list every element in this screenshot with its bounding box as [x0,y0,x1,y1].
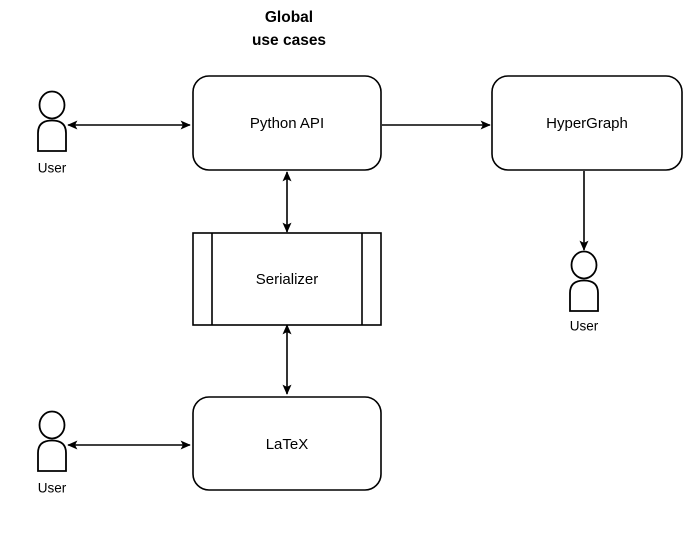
node-latex-shape [192,396,382,491]
node-hypergraph-label: HyperGraph [546,115,628,132]
actor-user-top-left[interactable]: User [37,90,67,176]
node-hypergraph-shape [491,75,683,171]
actor-user-bottom-left[interactable]: User [37,410,67,496]
actor-user-top-left-label: User [38,161,67,176]
user-icon [37,410,67,472]
user-icon [37,90,67,152]
node-python-api-label: Python API [250,115,324,132]
actor-user-right-label: User [570,319,599,334]
node-python-api-shape [192,75,382,171]
node-hypergraph[interactable]: HyperGraph [491,75,683,171]
actor-user-bottom-left-label: User [38,481,67,496]
diagram-title-line-2: use cases [252,32,326,49]
user-icon [569,250,599,312]
node-serializer-shape [192,232,382,326]
node-serializer-label: Serializer [256,271,319,288]
diagram-title: Global use cases [252,9,326,49]
node-python-api[interactable]: Python API [192,75,382,171]
node-latex-label: LaTeX [266,436,309,453]
diagram-title-line-1: Global [265,9,313,26]
node-serializer[interactable]: Serializer [192,232,382,326]
node-latex[interactable]: LaTeX [192,396,382,491]
actor-user-right[interactable]: User [569,250,599,334]
